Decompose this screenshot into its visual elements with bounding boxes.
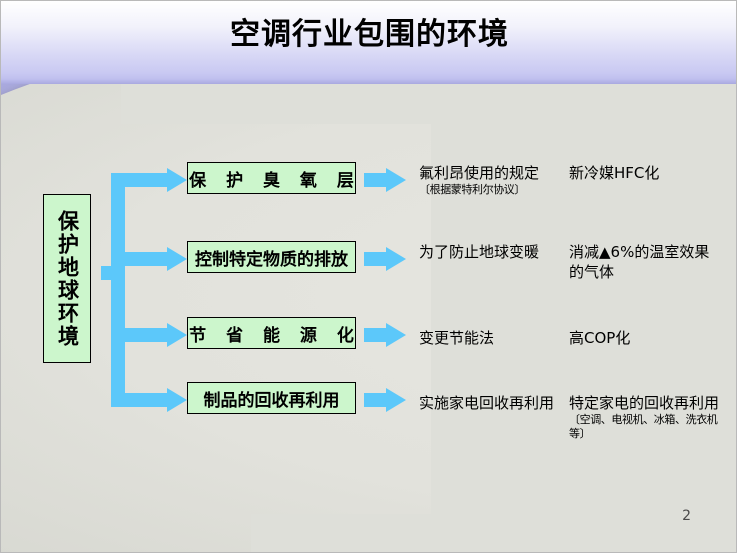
- middle-text-row-2-main: 为了防止地球变暖: [419, 243, 540, 261]
- right-text-row-2: 消减▲6%的温室效果的气体: [569, 242, 719, 282]
- right-text-row-4: 特定家电的回收再利用 〔空调、电视机、冰箱、洗衣机等〕: [569, 393, 724, 441]
- middle-text-row-3-main: 变更节能法: [419, 329, 495, 347]
- right-text-row-3: 高COP化: [569, 328, 719, 348]
- right-text-row-1-main: 新冷媒HFC化: [569, 164, 660, 182]
- page-title: 空调行业包围的环境: [230, 17, 509, 52]
- middle-text-row-1: 氟利昂使用的规定 〔根据蒙特利尔协议〕: [419, 163, 559, 197]
- stage-box-row-1[interactable]: 保 护 臭 氧 层: [187, 162, 356, 194]
- middle-text-row-3: 变更节能法: [419, 328, 559, 348]
- arrow-right-row-3: [364, 323, 406, 347]
- arrow-right-row-4: [364, 388, 406, 412]
- title-band: [1, 1, 736, 73]
- right-text-row-3-main: 高COP化: [569, 329, 631, 347]
- stage-box-row-2[interactable]: 控制特定物质的排放: [187, 241, 356, 273]
- middle-text-row-4: 实施家电回收再利用: [419, 393, 559, 413]
- stage-box-row-4[interactable]: 制品的回收再利用: [187, 382, 356, 414]
- arrow-right-row-2: [364, 247, 406, 271]
- right-text-row-4-sub: 〔空调、电视机、冰箱、洗衣机等〕: [569, 413, 718, 440]
- background-fill-right: [431, 84, 736, 552]
- right-text-row-2-main: 消减▲6%的温室效果的气体: [569, 243, 710, 281]
- middle-text-row-1-main: 氟利昂使用的规定: [419, 164, 540, 182]
- middle-text-row-2: 为了防止地球变暖: [419, 242, 559, 262]
- arrow-right-row-1: [364, 168, 406, 192]
- root-box-protect-earth-environment[interactable]: 保护地球环境: [43, 194, 91, 363]
- page-number: 2: [682, 508, 691, 524]
- middle-text-row-1-sub: 〔根据蒙特利尔协议〕: [419, 183, 525, 196]
- background-fill-bottom: [251, 514, 736, 552]
- middle-text-row-4-main: 实施家电回收再利用: [419, 394, 555, 412]
- title-band-edge: [1, 73, 736, 84]
- stage-box-row-3[interactable]: 节 省 能 源 化: [187, 317, 356, 349]
- root-box-label: 保护地球环境: [55, 209, 80, 348]
- right-text-row-4-main: 特定家电的回收再利用: [569, 394, 720, 412]
- right-text-row-1: 新冷媒HFC化: [569, 163, 724, 183]
